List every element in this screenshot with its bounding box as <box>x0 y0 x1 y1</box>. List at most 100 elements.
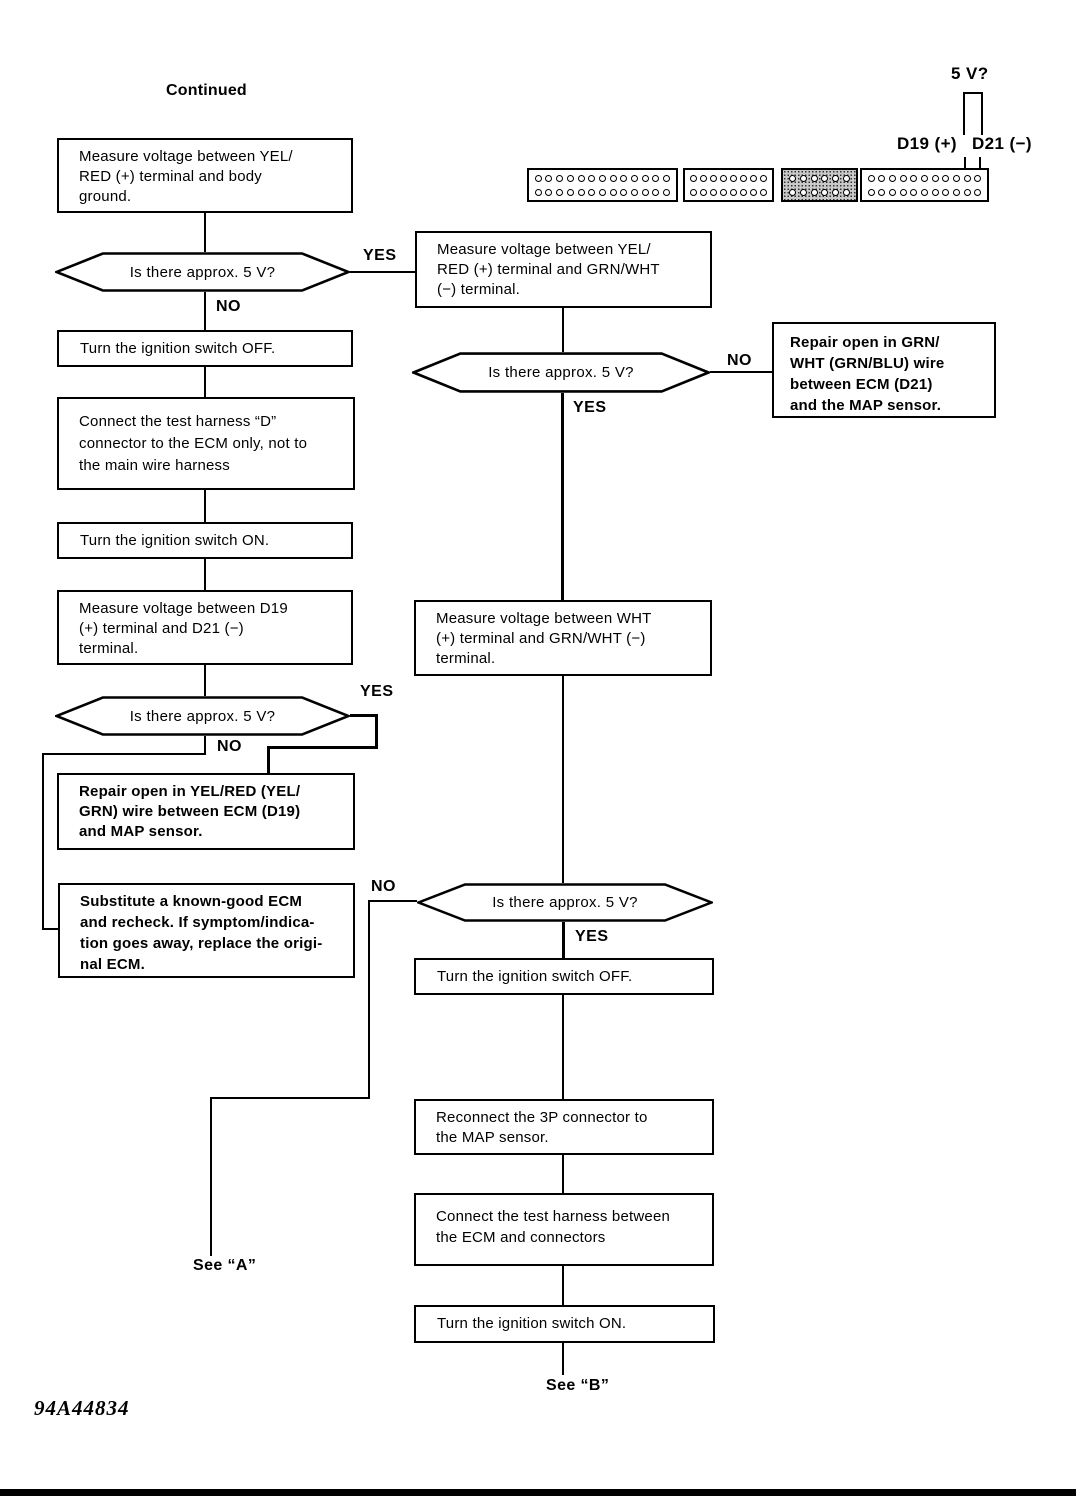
yes-label: YES <box>363 247 397 264</box>
pin-pointer-line <box>964 157 966 169</box>
process-text: Turn the ignition switch OFF. <box>437 967 633 985</box>
flow-line <box>562 1343 564 1375</box>
flow-line <box>204 665 206 696</box>
flow-line <box>267 746 270 774</box>
action-repair-yel-red: Repair open in YEL/RED (YEL/ GRN) wire b… <box>57 773 355 850</box>
process-ignition-on-left: Turn the ignition switch ON. <box>57 522 353 559</box>
yes-label: YES <box>575 928 609 945</box>
flow-line <box>350 271 415 273</box>
connector-pin <box>974 174 982 182</box>
process-text: Repair open in YEL/RED (YEL/ GRN) wire b… <box>79 783 301 840</box>
see-a-note: See “A” <box>193 1257 257 1274</box>
connector-pin <box>920 188 928 196</box>
connector-pin-row <box>531 171 674 185</box>
connector-pin <box>609 188 617 196</box>
connector-pin <box>942 188 950 196</box>
no-label: NO <box>216 298 241 315</box>
connector-pin <box>910 188 918 196</box>
flow-line <box>710 371 772 373</box>
connector-pin-row <box>785 185 854 199</box>
connector-pin <box>799 174 807 182</box>
flow-line <box>204 367 206 397</box>
flow-line <box>42 753 206 755</box>
ecm-connector-section-c <box>781 168 858 202</box>
connector-pin <box>598 174 606 182</box>
pinout-bracket-line <box>963 92 983 94</box>
connector-pin-row <box>864 171 985 185</box>
pin-pointer-line <box>979 157 981 169</box>
connector-pin <box>720 174 727 182</box>
connector-pin <box>710 174 717 182</box>
connector-pin <box>888 188 896 196</box>
flow-line <box>42 753 44 930</box>
pinout-bracket-line <box>981 92 983 135</box>
flow-line <box>562 308 564 352</box>
connector-pin <box>588 188 596 196</box>
process-text: Measure voltage between YEL/ RED (+) ter… <box>79 148 293 205</box>
connector-pin <box>963 174 971 182</box>
connector-pin <box>832 174 840 182</box>
connector-pin <box>788 188 796 196</box>
pin-d21-label: D21 (−) <box>972 134 1032 153</box>
connector-pin <box>750 174 757 182</box>
process-text: Connect the test harness “D” connector t… <box>79 413 308 474</box>
page-edge-bar <box>0 1489 1076 1496</box>
connector-pin <box>931 174 939 182</box>
decision-label: Is there approx. 5 V? <box>492 894 638 911</box>
connector-pin <box>910 174 918 182</box>
connector-pin <box>566 188 574 196</box>
process-text: Measure voltage between WHT (+) terminal… <box>436 610 652 667</box>
connector-pin <box>867 188 875 196</box>
connector-pin <box>609 174 617 182</box>
yes-label: YES <box>360 683 394 700</box>
flow-line <box>562 1266 564 1305</box>
process-text: Turn the ignition switch OFF. <box>80 339 276 357</box>
no-label: NO <box>727 352 752 369</box>
connector-pin <box>899 188 907 196</box>
connector-pin <box>760 174 767 182</box>
connector-pin <box>942 174 950 182</box>
ecm-connector-section-d <box>860 168 989 202</box>
decision-5v-1: Is there approx. 5 V? <box>55 252 350 292</box>
process-text: Substitute a known-good ECM and recheck.… <box>80 893 323 973</box>
connector-pin <box>690 174 697 182</box>
connector-pin <box>952 188 960 196</box>
connector-pin <box>843 188 851 196</box>
flow-line <box>562 1155 564 1193</box>
connector-pin <box>931 188 939 196</box>
pinout-voltage-label: 5 V? <box>951 64 989 83</box>
connector-pin <box>730 174 737 182</box>
ecm-connector-section-a <box>527 168 678 202</box>
connector-pin <box>810 174 818 182</box>
connector-pin <box>974 188 982 196</box>
connector-pin <box>878 174 886 182</box>
connector-pin <box>799 188 807 196</box>
connector-pin <box>663 188 671 196</box>
flow-line <box>210 1097 212 1256</box>
pin-d19-label: D19 (+) <box>897 134 957 153</box>
process-measure-wht-grnwht: Measure voltage between WHT (+) terminal… <box>414 600 712 676</box>
connector-pin <box>750 188 757 196</box>
process-measure-body-ground: Measure voltage between YEL/ RED (+) ter… <box>57 138 353 213</box>
connector-pin <box>534 174 542 182</box>
connector-pin <box>730 188 737 196</box>
connector-pin <box>810 188 818 196</box>
part-number: 94A44834 <box>34 1396 130 1420</box>
flow-line <box>562 922 565 958</box>
connector-pin <box>920 174 928 182</box>
flow-line <box>42 928 58 930</box>
connector-pin-row <box>687 171 770 185</box>
process-ignition-off-right: Turn the ignition switch OFF. <box>414 958 714 995</box>
decision-label: Is there approx. 5 V? <box>129 707 276 725</box>
decision-label: Is there approx. 5 V? <box>129 263 276 281</box>
flow-line <box>204 559 206 590</box>
connector-pin <box>663 174 671 182</box>
connector-pin <box>700 174 707 182</box>
process-reconnect-3p: Reconnect the 3P connector to the MAP se… <box>414 1099 714 1155</box>
connector-pin <box>760 188 767 196</box>
connector-pin <box>620 174 628 182</box>
yes-label: YES <box>573 399 607 416</box>
action-substitute-ecm: Substitute a known-good ECM and recheck.… <box>58 883 355 978</box>
connector-pin <box>888 174 896 182</box>
